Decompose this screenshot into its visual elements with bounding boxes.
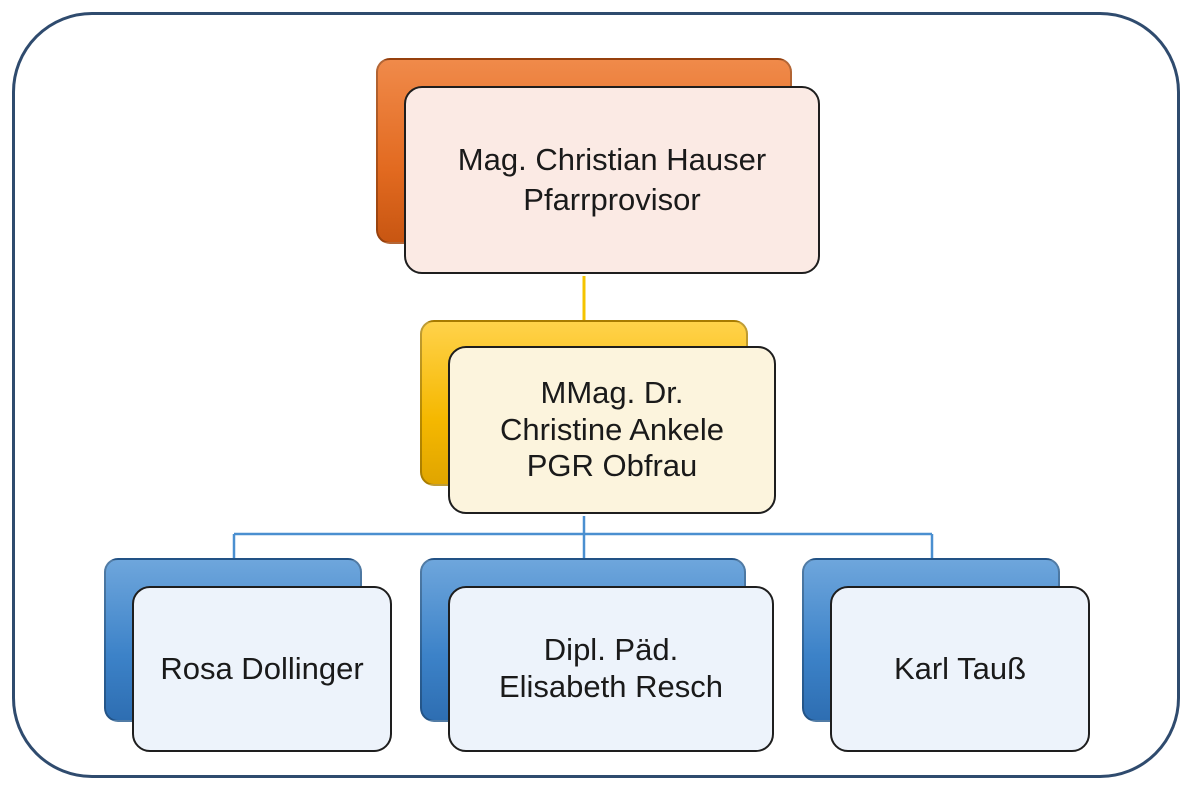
- node-card: Karl Tauß: [830, 586, 1090, 752]
- node-card: Mag. Christian Hauser Pfarrprovisor: [404, 86, 820, 274]
- node-name: Christine Ankele: [499, 411, 724, 447]
- node-card: Rosa Dollinger: [132, 586, 392, 752]
- node-name: Rosa Dollinger: [160, 650, 364, 686]
- node-pgr-obfrau: MMag. Dr. Christine Ankele PGR Obfrau: [420, 320, 780, 516]
- node-title: Dipl. Päd.: [543, 632, 679, 668]
- node-card: Dipl. Päd. Elisabeth Resch: [448, 586, 774, 752]
- node-pfarrprovisor: Mag. Christian Hauser Pfarrprovisor: [376, 58, 822, 276]
- node-name: Karl Tauß: [893, 650, 1027, 686]
- node-name: Mag. Christian Hauser: [457, 141, 767, 177]
- node-name: Elisabeth Resch: [498, 669, 723, 704]
- node-role: PGR Obfrau: [526, 448, 698, 484]
- node-member-3: Karl Tauß: [802, 558, 1094, 754]
- node-card: MMag. Dr. Christine Ankele PGR Obfrau: [448, 346, 776, 514]
- node-title: MMag. Dr.: [540, 375, 684, 411]
- node-member-1: Rosa Dollinger: [104, 558, 396, 754]
- node-role: Pfarrprovisor: [523, 182, 701, 217]
- node-member-2: Dipl. Päd. Elisabeth Resch: [420, 558, 778, 754]
